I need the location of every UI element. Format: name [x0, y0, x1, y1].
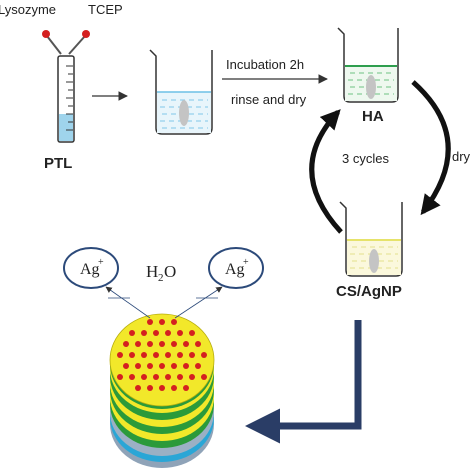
nanoparticle-dot	[129, 330, 135, 336]
ag-ion-right-charge: +	[243, 257, 249, 268]
test-tube	[42, 30, 90, 143]
tcep-pipette-tip	[82, 30, 90, 38]
sample-slide	[179, 100, 189, 126]
ag-ion-left-label: Ag	[80, 261, 100, 278]
nanoparticle-dot	[153, 352, 159, 358]
nanoparticle-dot	[141, 330, 147, 336]
nanoparticle-dot	[189, 374, 195, 380]
nanoparticle-dot	[171, 363, 177, 369]
nanoparticle-dot	[141, 374, 147, 380]
nanoparticle-dot	[177, 330, 183, 336]
release-arrow-right	[174, 286, 223, 319]
incubation-beaker	[149, 49, 213, 135]
svg-text:2: 2	[158, 272, 164, 284]
cs-agnp-label: CS/AgNP	[336, 283, 402, 300]
cycles-label: 3 cycles	[342, 151, 389, 166]
release-arrow-left	[105, 286, 151, 319]
ag-ion-left-charge: +	[98, 257, 104, 268]
nanoparticle-dot	[135, 363, 141, 369]
ptl-solution	[59, 114, 73, 141]
nanoparticle-dot	[201, 374, 207, 380]
nanoparticle-dot	[135, 385, 141, 391]
ptl-label: PTL	[44, 155, 72, 172]
dry-label: dry	[452, 149, 471, 164]
nanoparticle-dot	[123, 341, 129, 347]
tcep-label: TCEP	[88, 2, 123, 17]
nanoparticle-dot	[165, 330, 171, 336]
nanoparticle-dot	[177, 374, 183, 380]
svg-text:H: H	[146, 262, 158, 281]
nanoparticle-dot	[153, 374, 159, 380]
nanoparticle-dot	[153, 330, 159, 336]
ha-label: HA	[362, 108, 384, 125]
cycle-arrow-left	[309, 109, 343, 234]
nanoparticle-dot	[159, 341, 165, 347]
nanoparticle-dot	[183, 385, 189, 391]
lysozyme-label: Lysozyme	[0, 2, 56, 17]
nanoparticle-dot	[177, 352, 183, 358]
coating-stack	[109, 313, 215, 468]
ag-ion-right-label: Ag	[225, 261, 245, 278]
nanoparticle-dot	[159, 363, 165, 369]
nanoparticle-dot	[117, 352, 123, 358]
nanoparticle-dot	[129, 374, 135, 380]
nanoparticle-dot	[201, 352, 207, 358]
nanoparticle-dot	[183, 363, 189, 369]
lysozyme-pipette-tip	[42, 30, 50, 38]
nanoparticle-dot	[123, 363, 129, 369]
nanoparticle-dot	[147, 385, 153, 391]
incubation-label: Incubation 2h	[226, 57, 304, 72]
nanoparticle-dot	[135, 341, 141, 347]
nanoparticle-dot	[189, 352, 195, 358]
nanoparticle-dot	[195, 341, 201, 347]
nanoparticle-dot	[189, 330, 195, 336]
rinse-label: rinse and dry	[231, 92, 307, 107]
nanoparticle-dot	[159, 385, 165, 391]
water-label: H 2 O	[146, 262, 176, 284]
nanoparticle-dot	[147, 363, 153, 369]
nanoparticle-dot	[117, 374, 123, 380]
nanoparticle-dot	[195, 363, 201, 369]
nanoparticle-dot	[165, 352, 171, 358]
silver-nanoparticles	[117, 319, 207, 391]
ha-beaker	[337, 27, 399, 103]
nanoparticle-dot	[171, 319, 177, 325]
nanoparticle-dot	[159, 319, 165, 325]
cs-agnp-beaker	[339, 201, 403, 277]
nanoparticle-dot	[147, 341, 153, 347]
nanoparticle-dot	[129, 352, 135, 358]
result-arrow	[245, 320, 362, 444]
nanoparticle-dot	[141, 352, 147, 358]
nanoparticle-dot	[183, 341, 189, 347]
nanoparticle-dot	[171, 341, 177, 347]
ag-ion-left: Ag +	[63, 247, 119, 289]
svg-text:O: O	[164, 262, 176, 281]
top-coating-layer	[109, 313, 215, 407]
nanoparticle-dot	[165, 374, 171, 380]
cycle-arrow-right	[411, 80, 451, 216]
nanoparticle-dot	[147, 319, 153, 325]
nanoparticle-dot	[171, 385, 177, 391]
ag-ion-right: Ag +	[208, 247, 264, 289]
